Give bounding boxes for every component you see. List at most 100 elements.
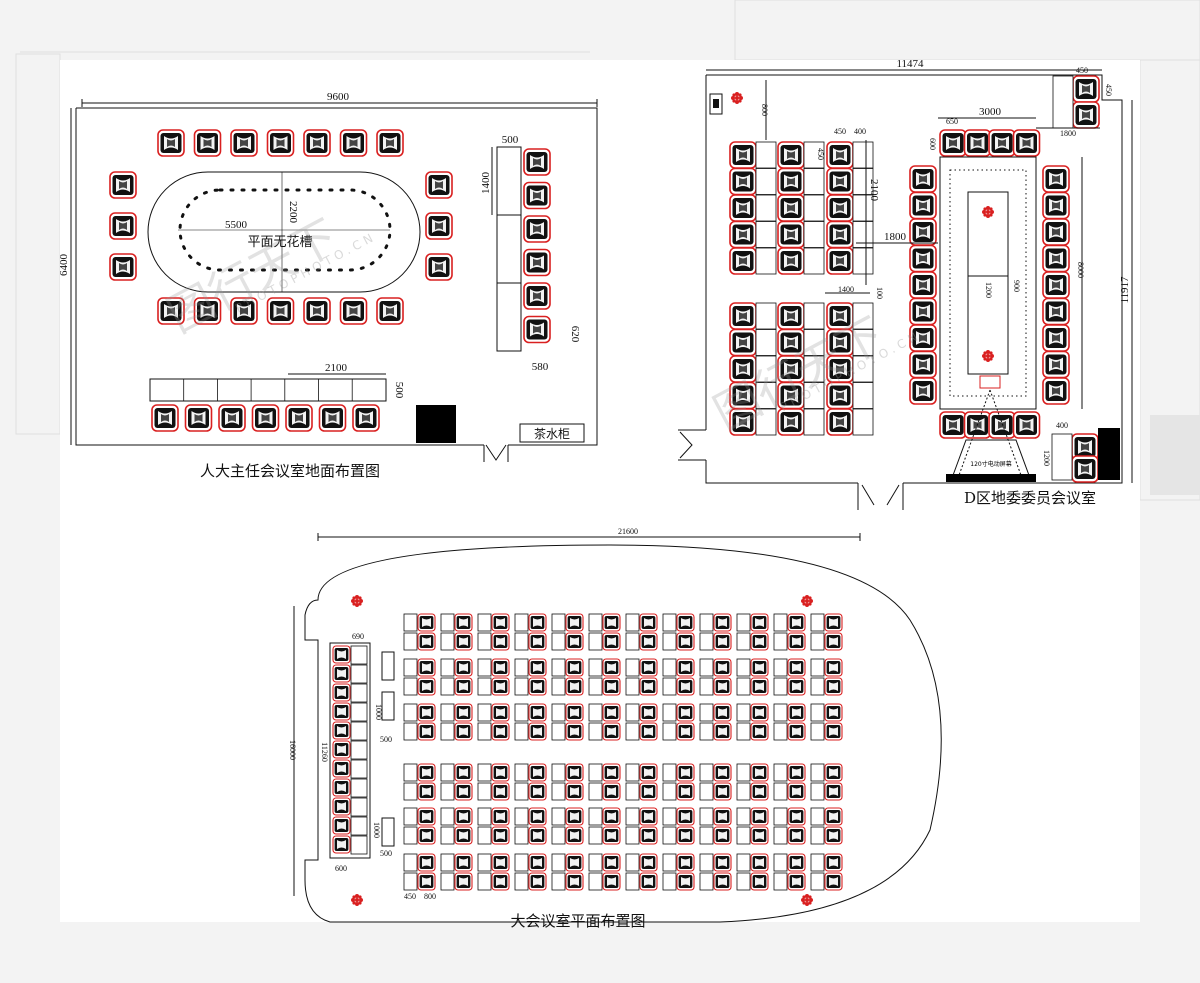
chair-icon (750, 658, 769, 677)
desk (699, 613, 714, 632)
col-b-label: 400 (854, 127, 866, 136)
plan-c-large-meeting-hall: 21600 16000 690 11260 1000 500 1000 500 … (288, 527, 942, 930)
chair-icon (602, 722, 621, 741)
chair-icon (230, 129, 258, 157)
desk (755, 221, 777, 248)
chair-icon (266, 297, 295, 325)
desk (803, 382, 825, 409)
chair-icon (676, 853, 695, 872)
desk (699, 677, 714, 696)
desk (625, 826, 640, 845)
chair-icon (988, 411, 1016, 439)
desk (773, 763, 788, 782)
desk (803, 194, 825, 222)
chair-icon (676, 722, 695, 741)
desk (773, 677, 788, 696)
chair-icon (528, 722, 547, 741)
chair-icon (787, 722, 806, 741)
seat-width-label: 580 (532, 361, 549, 373)
chair-icon (565, 826, 584, 845)
corner-b-label: 450 (1104, 84, 1113, 96)
chair-icon (417, 722, 436, 741)
desk (403, 613, 418, 632)
desk (477, 722, 492, 741)
plan-a-title: 人大主任会议室地面布置图 (200, 462, 380, 480)
desk (403, 853, 418, 872)
desk (755, 302, 777, 330)
chair-icon (939, 411, 967, 439)
plan-c-title: 大会议室平面布置图 (510, 912, 645, 930)
chair-icon (909, 350, 937, 379)
chair-icon (157, 129, 185, 157)
desk (736, 722, 751, 741)
chair-icon (332, 816, 351, 835)
desk (699, 722, 714, 741)
chair-icon (339, 297, 368, 325)
chair-icon (417, 807, 436, 826)
chair-icon (1042, 218, 1070, 246)
desk (736, 872, 751, 891)
chair-icon (523, 248, 551, 277)
table-dots (178, 188, 392, 272)
chair-icon (528, 807, 547, 826)
desk (477, 807, 492, 826)
chair-icon (528, 826, 547, 845)
podium-3 (381, 817, 395, 847)
chair-icon (826, 167, 854, 196)
chair-icon (713, 703, 732, 722)
desk (440, 853, 455, 872)
chair-icon (639, 722, 658, 741)
podium-b-label: 500 (380, 849, 392, 858)
chair-icon (565, 677, 584, 696)
chair-icon (454, 677, 473, 696)
desk (803, 408, 825, 436)
chair-icon (787, 613, 806, 632)
desk (477, 763, 492, 782)
desk (514, 826, 529, 845)
chair-icon (824, 782, 843, 801)
desk (662, 782, 677, 801)
desk (699, 807, 714, 826)
chair-icon (713, 632, 732, 651)
chair-icon (332, 645, 351, 664)
table-flower-groove (949, 169, 1027, 397)
desk (440, 826, 455, 845)
desk (662, 722, 677, 741)
chair-icon (1042, 377, 1070, 405)
chair-icon (1012, 411, 1041, 439)
chair-icon (454, 722, 473, 741)
desk (477, 872, 492, 891)
desk (625, 632, 640, 651)
chair-icon (491, 703, 510, 722)
podium-2 (381, 691, 395, 721)
chair-icon (729, 328, 757, 357)
corner-a-label: 450 (1076, 66, 1088, 75)
chair-icon (1042, 165, 1070, 193)
chair-icon (750, 632, 769, 651)
desk (625, 613, 640, 632)
desk (403, 807, 418, 826)
chair-icon (787, 782, 806, 801)
desk (755, 168, 777, 195)
table-label: 平面无花槽 (247, 234, 312, 250)
desk (514, 658, 529, 677)
aisle-label: 1800 (884, 231, 907, 243)
chair-icon (750, 703, 769, 722)
chair-icon (824, 872, 843, 891)
chair-icon (425, 171, 453, 199)
desk (699, 703, 714, 722)
chair-icon (676, 658, 695, 677)
desk (625, 722, 640, 741)
chair-icon (777, 141, 805, 169)
chair-icon (713, 722, 732, 741)
desk (350, 778, 368, 798)
desk (736, 703, 751, 722)
chair-icon (826, 408, 854, 436)
desk (810, 677, 825, 696)
chair-icon (729, 141, 757, 169)
desk (662, 807, 677, 826)
desk (588, 658, 603, 677)
chair-icon (332, 664, 351, 683)
desk (588, 677, 603, 696)
